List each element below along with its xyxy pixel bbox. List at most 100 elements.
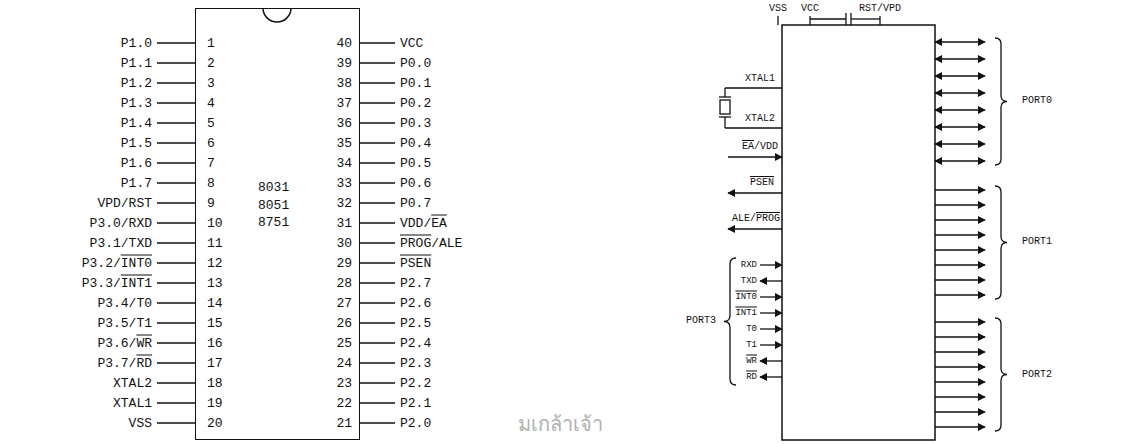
pin-name: XTAL1 xyxy=(113,397,152,410)
pin-lead xyxy=(360,62,395,63)
pin-number: 30 xyxy=(336,237,352,250)
pin-name: P0.7 xyxy=(400,197,431,210)
pin-name: PROG/ALE xyxy=(400,237,462,250)
signal-name: TXD xyxy=(741,277,757,286)
pin-lead xyxy=(157,422,195,423)
pin-name: P2.4 xyxy=(400,337,431,350)
port3-wire xyxy=(760,312,782,313)
pin-name: XTAL2 xyxy=(113,377,152,390)
pin-name: P3.6/WR xyxy=(97,337,152,350)
port3-wire xyxy=(760,344,782,345)
pin-lead xyxy=(157,382,195,383)
pin-lead xyxy=(360,242,395,243)
signal-name: INT0 xyxy=(735,293,757,302)
xtal-wire xyxy=(725,87,782,88)
pin-lead xyxy=(157,62,195,63)
port-label: PORT3 xyxy=(686,316,716,326)
pin-name: P3.5/T1 xyxy=(97,317,152,330)
port3-wire xyxy=(760,296,782,297)
pin-name: P2.2 xyxy=(400,377,431,390)
signal-name: XTAL2 xyxy=(745,114,775,124)
signal-name: T0 xyxy=(746,325,757,334)
pin-lead xyxy=(360,262,395,263)
port3-wire xyxy=(760,264,782,265)
signal-name: RD xyxy=(746,373,757,382)
pin-name: P1.6 xyxy=(121,157,152,170)
pin-number: 24 xyxy=(336,357,352,370)
pin-name: P2.1 xyxy=(400,397,431,410)
crystal-symbol xyxy=(719,88,731,128)
pin-name: P2.0 xyxy=(400,417,431,430)
pin-name: P3.1/TXD xyxy=(90,237,152,250)
pin-number: 8 xyxy=(207,177,215,190)
pin-name: P0.6 xyxy=(400,177,431,190)
pin-name: P0.3 xyxy=(400,117,431,130)
signal-wire xyxy=(728,156,782,157)
signal-name: PSEN xyxy=(750,178,774,188)
watermark: มเกล้าเจ้า xyxy=(518,414,603,434)
port2-wire xyxy=(935,411,985,412)
pin-number: 16 xyxy=(207,337,223,350)
signal-name: ALE/PROG xyxy=(732,214,780,224)
pin-lead xyxy=(157,242,195,243)
port0-wire xyxy=(935,126,985,127)
port1-wire xyxy=(935,294,985,295)
port0-wire xyxy=(935,109,985,110)
pin-number: 31 xyxy=(336,217,352,230)
port3-wire xyxy=(760,280,782,281)
port-brace xyxy=(995,38,1007,165)
pin-lead xyxy=(360,302,395,303)
pin-number: 9 xyxy=(207,197,215,210)
pin-number: 18 xyxy=(207,377,223,390)
pin-lead xyxy=(360,122,395,123)
supply-pins xyxy=(778,13,880,25)
pin-lead xyxy=(360,322,395,323)
signal-name: EA/VDD xyxy=(742,142,778,152)
port-brace xyxy=(995,186,1007,299)
port2-wire xyxy=(935,426,985,427)
pin-number: 12 xyxy=(207,257,223,270)
pin-lead xyxy=(157,42,195,43)
pin-number: 36 xyxy=(336,117,352,130)
pin-number: 39 xyxy=(336,57,352,70)
port0-wire xyxy=(935,75,985,76)
pin-name: P3.4/T0 xyxy=(97,297,152,310)
port3-wire xyxy=(760,360,782,361)
pin-lead xyxy=(157,82,195,83)
pin-name: P2.5 xyxy=(400,317,431,330)
pin-name: P1.5 xyxy=(121,137,152,150)
pin-number: 28 xyxy=(336,277,352,290)
pin-lead xyxy=(157,322,195,323)
pin-number: 40 xyxy=(336,37,352,50)
pin-lead xyxy=(157,222,195,223)
port3-wire xyxy=(760,376,782,377)
part-number: 8031 8051 8751 xyxy=(258,179,289,232)
pin-name: VCC xyxy=(400,37,423,50)
signal-name: WR xyxy=(746,357,757,366)
pin-number: 5 xyxy=(207,117,215,130)
pin-name: P0.0 xyxy=(400,57,431,70)
port-label: PORT2 xyxy=(1022,370,1052,380)
pin-lead xyxy=(360,142,395,143)
port0-wire xyxy=(935,92,985,93)
pin-lead xyxy=(157,402,195,403)
signal-wire xyxy=(728,192,782,193)
port-label: PORT0 xyxy=(1022,96,1052,106)
signal-name: T1 xyxy=(746,341,757,350)
port3-wire xyxy=(760,328,782,329)
pin-name: VDD/EA xyxy=(400,217,447,230)
pin-name: P3.3/INT1 xyxy=(82,277,152,290)
pin-name: P3.7/RD xyxy=(97,357,152,370)
pin-name: P3.0/RXD xyxy=(90,217,152,230)
port-brace xyxy=(995,318,1007,431)
pin-number: 13 xyxy=(207,277,223,290)
signal-name: XTAL1 xyxy=(745,74,775,84)
pin-lead xyxy=(157,302,195,303)
xtal-wire xyxy=(725,127,782,128)
pin-name: VPD/RST xyxy=(97,197,152,210)
pin-name: P0.1 xyxy=(400,77,431,90)
port0-wire xyxy=(935,160,985,161)
port0-wire xyxy=(935,41,985,42)
pin-name: VSS xyxy=(129,417,152,430)
pin-lead xyxy=(360,202,395,203)
